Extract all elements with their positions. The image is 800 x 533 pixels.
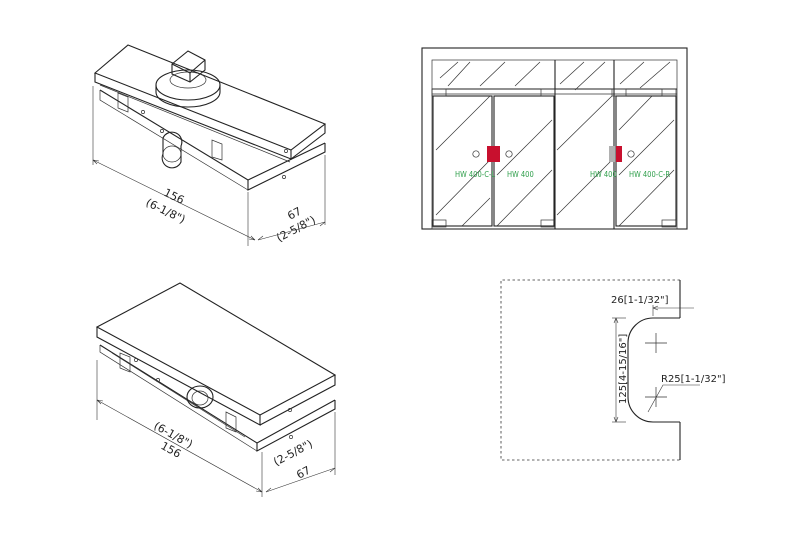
glass-cutout-detail: 26[1-1/32"] 125[4-15/16"] R25[1-1/32"] [500,279,726,461]
door-elevation-drawing: HW 400-C-L HW 400 HW 400 HW 400-C-R [421,47,688,230]
cutout-radius: R25[1-1/32"] [661,374,726,385]
cutout-width: 26[1-1/32"] [611,295,669,306]
bottom-fitting-width-in: (2-5/8") [271,437,314,468]
label-hw400-c-l: HW 400-C-L [455,170,495,179]
label-hw400-right: HW 400 [590,170,617,179]
top-patch-fitting-drawing: 156 (6-1/8") 67 (2-5/8") [92,44,327,246]
bottom-patch-fitting-drawing: (6-1/8") 156 (2-5/8") 67 [95,282,337,497]
label-hw400-left: HW 400 [507,170,534,179]
top-fitting-width-mm: 67 [285,205,303,223]
handle-right-gray [609,146,615,162]
label-hw400-c-r: HW 400-C-R [629,170,670,179]
handle-left-red-2 [495,146,500,162]
handle-right-red [616,146,622,162]
cutout-height: 125[4-15/16"] [618,334,629,404]
handle-left-red [487,146,495,162]
bottom-fitting-width-mm: 67 [294,464,312,482]
